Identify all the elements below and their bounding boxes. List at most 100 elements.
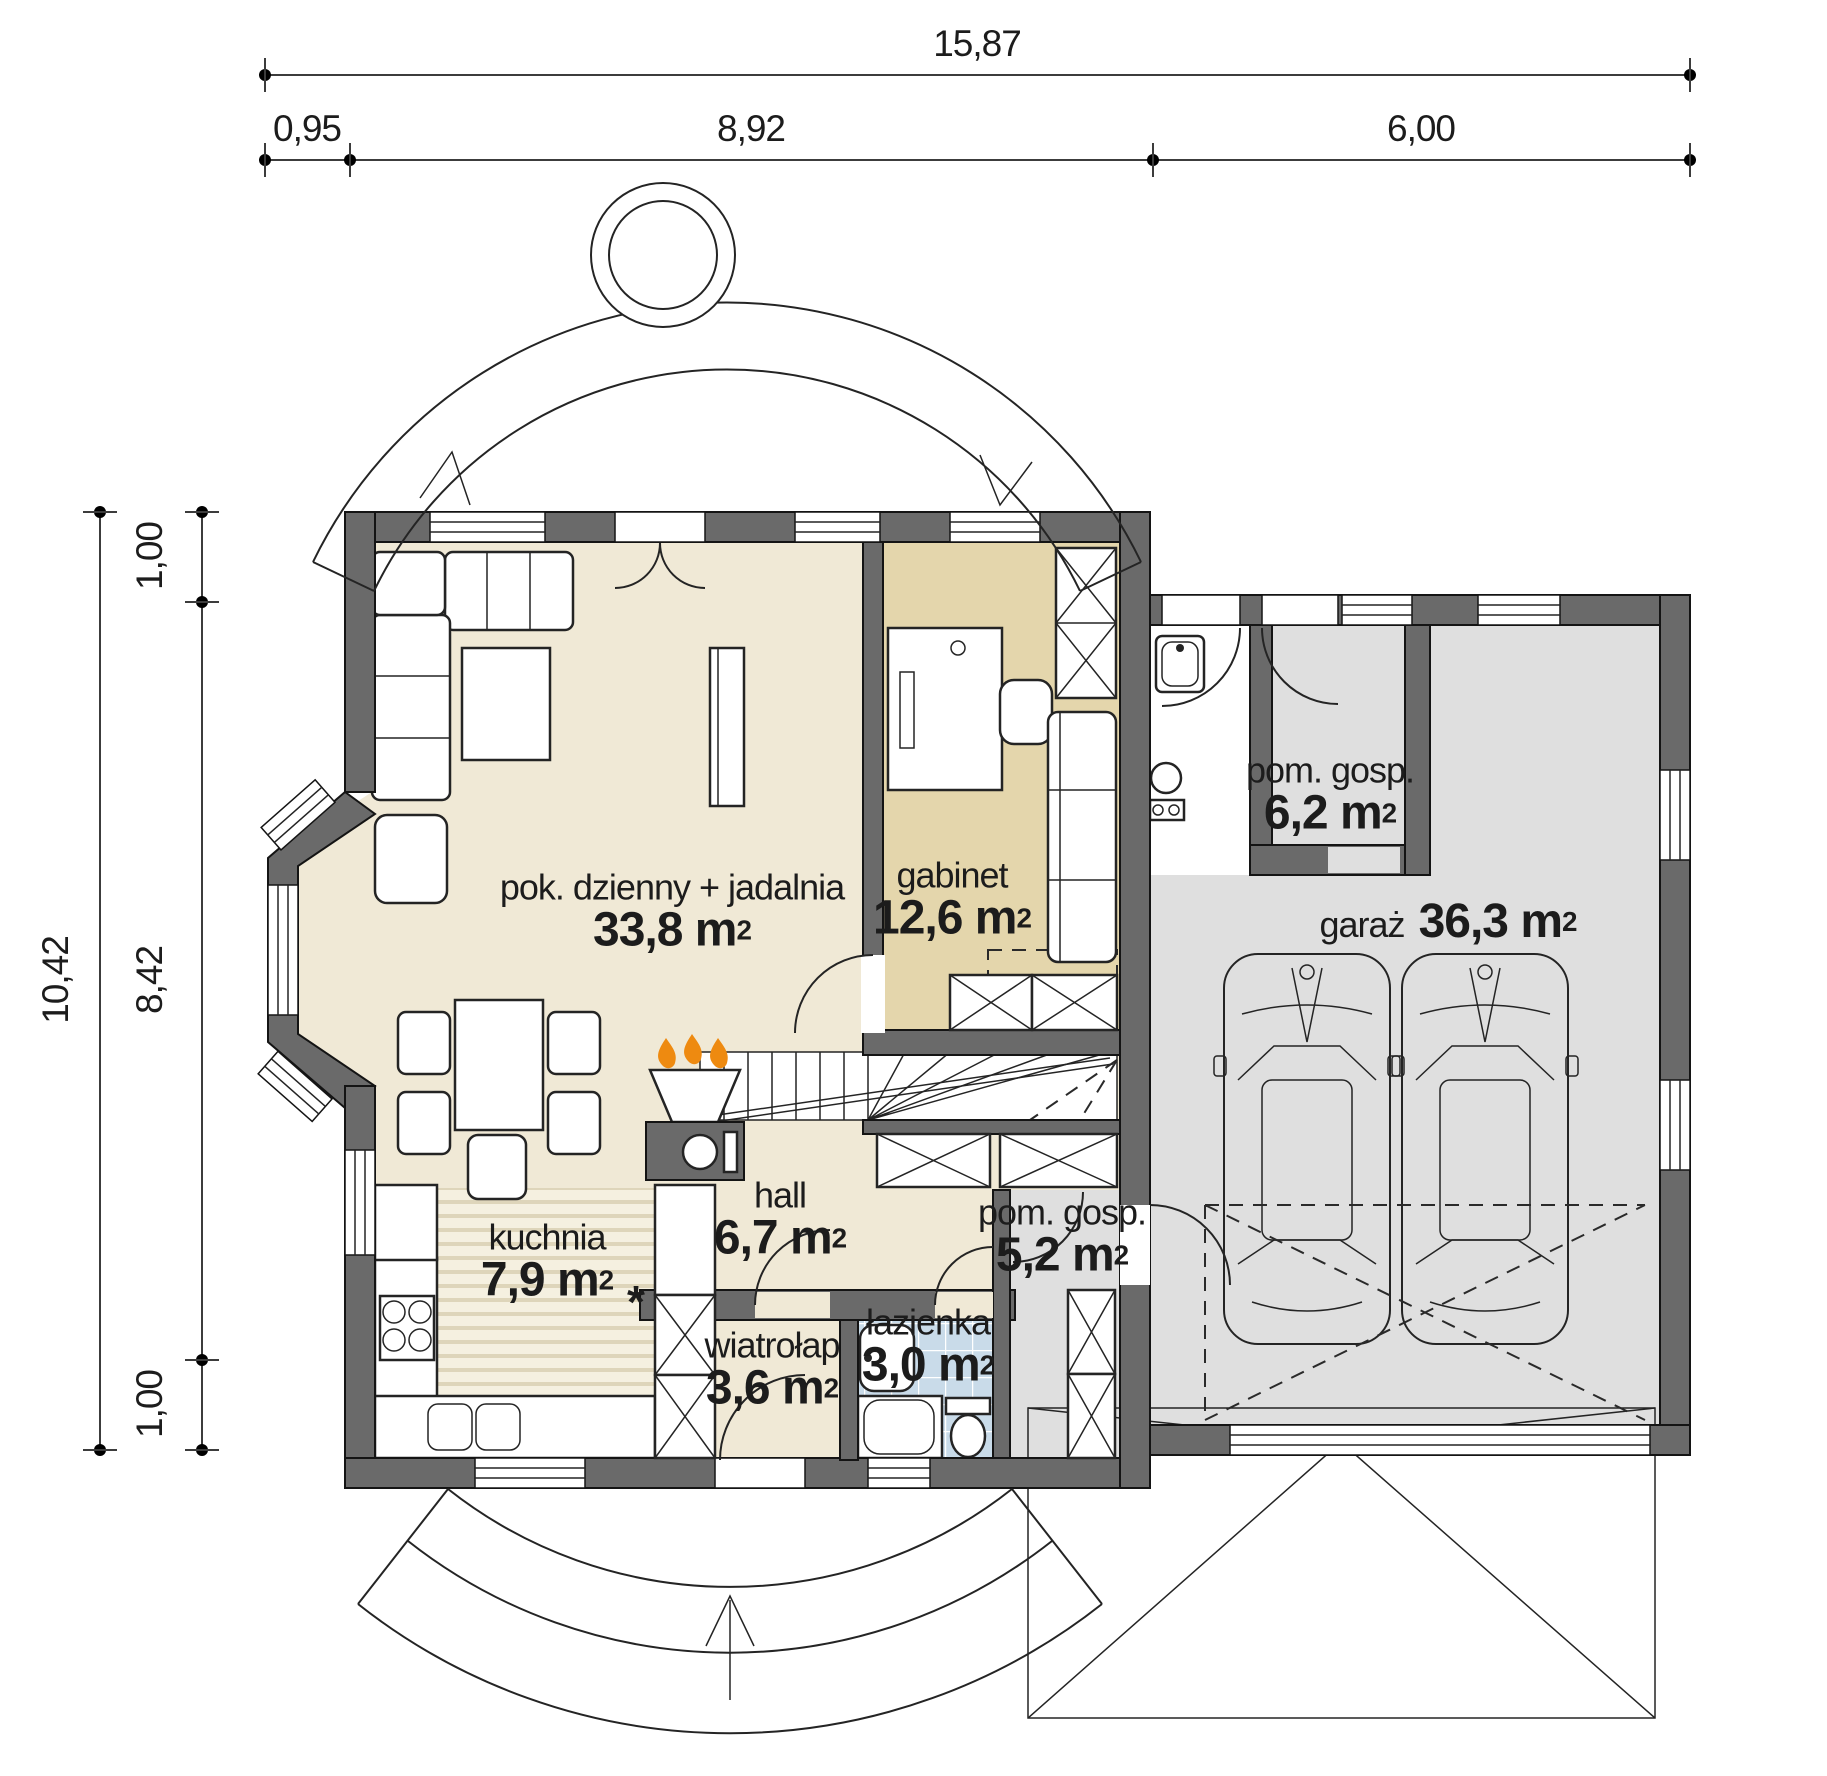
washbasin bbox=[858, 1323, 916, 1393]
porch-arc bbox=[312, 182, 1142, 592]
stair-direction-arrow bbox=[705, 1594, 755, 1647]
side-door-gap bbox=[1161, 594, 1241, 626]
toilet bbox=[944, 1396, 992, 1459]
sofa-set bbox=[370, 550, 575, 802]
dim-total-depth: 10,42 bbox=[35, 936, 76, 1024]
area-value: 33,8 bbox=[593, 903, 683, 957]
label-room-utility2: pom. gosp. 5,2 m2 bbox=[977, 1191, 1147, 1282]
area-exponent: 2 bbox=[1113, 1239, 1130, 1271]
room-name: łazienka bbox=[865, 1301, 991, 1343]
utility-door-gap bbox=[1261, 594, 1339, 626]
area-unit: m bbox=[1071, 1228, 1115, 1282]
area-value: 6,7 bbox=[713, 1211, 779, 1265]
area-unit: m bbox=[1339, 786, 1383, 840]
room-area: 33,8 m2 bbox=[500, 903, 844, 957]
room-name: pok. dzienny + jadalnia bbox=[499, 866, 845, 908]
dim-total-width: 15,87 bbox=[933, 23, 1022, 64]
label-room-utility1: pom. gosp. 6,2 m2 bbox=[1245, 749, 1415, 840]
side-door-swing bbox=[1161, 627, 1241, 707]
bay-window-upper bbox=[260, 778, 337, 851]
area-exponent: 2 bbox=[1562, 906, 1578, 938]
area-value: 3,6 bbox=[705, 1361, 771, 1415]
desk bbox=[886, 626, 1004, 792]
room-area: 6,7 m2 bbox=[713, 1211, 848, 1265]
room-area: 7,9 m2 bbox=[480, 1253, 615, 1307]
terrace-steps-arc bbox=[357, 1488, 1103, 1735]
armchair bbox=[373, 813, 449, 905]
area-exponent: 2 bbox=[1381, 797, 1398, 829]
area-value: 36,3 bbox=[1418, 895, 1509, 949]
area-unit: m bbox=[789, 1211, 833, 1265]
area-unit: m bbox=[1520, 895, 1563, 949]
area-exponent: 2 bbox=[736, 914, 752, 946]
coffee-table bbox=[460, 646, 552, 762]
area-unit: m bbox=[974, 891, 1018, 945]
closets bbox=[653, 546, 1119, 1460]
entrance-door-swing bbox=[719, 1374, 806, 1461]
room-area: 6,2 m2 bbox=[1246, 786, 1414, 840]
garage-access-gap bbox=[1120, 1205, 1150, 1285]
bathroom-door-gap bbox=[935, 1292, 993, 1318]
area-value: 5,2 bbox=[995, 1228, 1061, 1282]
hallway-sink bbox=[1154, 634, 1206, 694]
gas-point-marker: * bbox=[627, 1276, 645, 1328]
tv-cabinet bbox=[708, 646, 746, 808]
area-unit: m bbox=[694, 903, 738, 957]
bathroom-door-swing bbox=[934, 1246, 994, 1306]
area-exponent: 2 bbox=[979, 1349, 996, 1381]
label-room-vestibule: wiatrołap 3,6 m2 bbox=[704, 1324, 840, 1415]
area-unit: m bbox=[937, 1338, 981, 1392]
vestibule-door-gap bbox=[755, 1292, 830, 1318]
room-area: 3,6 m2 bbox=[704, 1361, 840, 1415]
area-value: 3,0 bbox=[861, 1338, 927, 1392]
room-name: gabinet bbox=[896, 854, 1008, 896]
area-unit: m bbox=[781, 1361, 825, 1415]
dim-seg-100-bottom: 1,00 bbox=[129, 1369, 170, 1439]
office-sofa bbox=[1046, 710, 1118, 964]
office-door-swing bbox=[794, 954, 874, 1034]
dim-seg-842: 8,42 bbox=[129, 945, 170, 1015]
utility-door-swing bbox=[1261, 627, 1339, 705]
label-room-office: gabinet 12,6 m2 bbox=[873, 854, 1032, 945]
label-room-living: pok. dzienny + jadalnia 33,8 m2 bbox=[499, 866, 845, 957]
area-value: 7,9 bbox=[480, 1253, 546, 1307]
front-door-gap bbox=[614, 511, 706, 543]
room-name: wiatrołap bbox=[704, 1324, 840, 1366]
room-area: 5,2 m2 bbox=[978, 1228, 1146, 1282]
room-name: hall bbox=[753, 1174, 807, 1216]
area-value: 12,6 bbox=[873, 891, 963, 945]
room-area: 12,6 m2 bbox=[873, 891, 1032, 945]
utility2-door-swing bbox=[1012, 1191, 1084, 1263]
vestibule-door-swing bbox=[754, 1229, 831, 1306]
label-room-kitchen: kuchnia 7,9 m2 bbox=[480, 1216, 615, 1307]
windows bbox=[257, 511, 1691, 1489]
dimension-lines bbox=[83, 58, 1696, 1456]
area-unit: m bbox=[556, 1253, 600, 1307]
room-name: pom. gosp. bbox=[977, 1191, 1147, 1233]
fireplace bbox=[645, 1034, 745, 1181]
room-area: 36,3 m2 bbox=[1418, 895, 1578, 949]
room-area: 3,0 m2 bbox=[861, 1338, 996, 1392]
garage-door-swing bbox=[1204, 1204, 1646, 1421]
area-exponent: 2 bbox=[598, 1264, 615, 1296]
front-door-leaf-right bbox=[659, 542, 706, 589]
utility-garage-gap bbox=[1328, 847, 1400, 873]
entrance-door-gap bbox=[714, 1457, 806, 1489]
area-exponent: 2 bbox=[1016, 902, 1032, 934]
dim-seg-095: 0,95 bbox=[272, 108, 342, 149]
office-door-gap bbox=[861, 955, 885, 1033]
area-exponent: 2 bbox=[831, 1222, 848, 1254]
dim-seg-600: 6,00 bbox=[1386, 108, 1456, 149]
room-name: kuchnia bbox=[488, 1216, 606, 1258]
garage-door-gap bbox=[1229, 1424, 1651, 1456]
dim-seg-100-top: 1,00 bbox=[129, 521, 170, 591]
area-value: 6,2 bbox=[1263, 786, 1329, 840]
stove bbox=[378, 1294, 436, 1362]
area-exponent: 2 bbox=[823, 1372, 840, 1404]
room-name: pom. gosp. bbox=[1245, 749, 1415, 791]
shower bbox=[856, 1394, 944, 1460]
dim-seg-892: 8,92 bbox=[716, 108, 786, 149]
